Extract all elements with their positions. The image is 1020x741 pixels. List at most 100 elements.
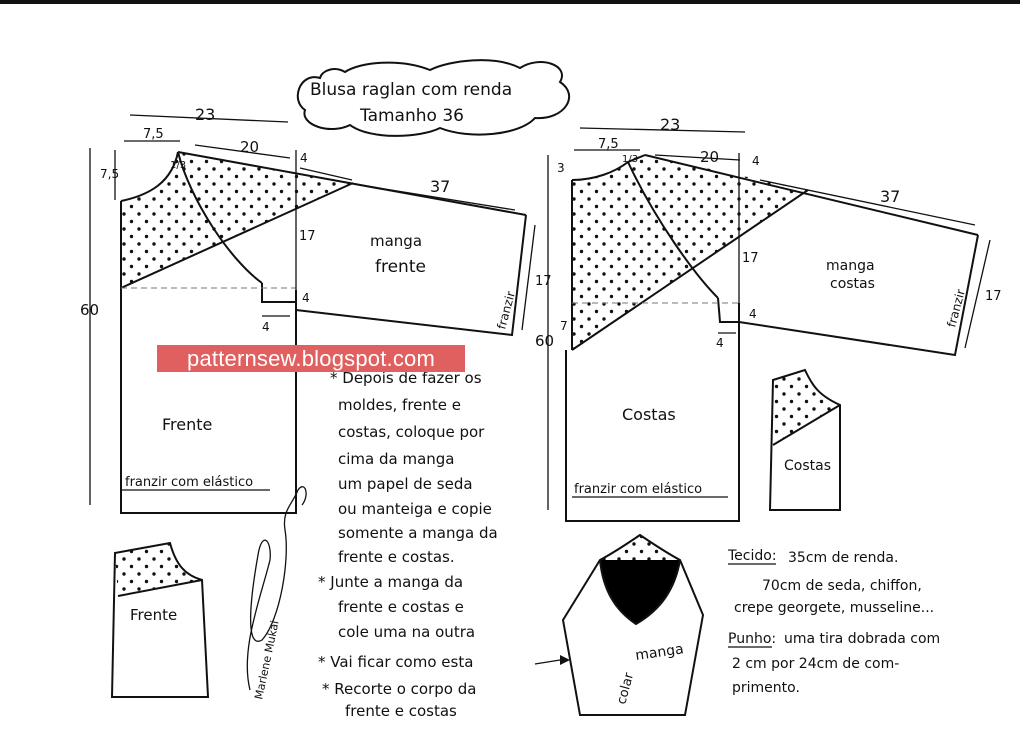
materials-tecido-1: 35cm de renda. <box>788 550 898 566</box>
front-dim-23-label: 23 <box>195 105 215 124</box>
title-cloud: Blusa raglan com renda Tamanho 36 <box>296 59 571 137</box>
back-label: Costas <box>622 405 676 424</box>
front-sleeve-label-1: manga <box>370 232 422 250</box>
front-raglan-line <box>177 151 263 284</box>
front-dim-20-label: 20 <box>240 138 259 156</box>
front-neckdrop-label: 7,5 <box>100 167 119 181</box>
front-underarm <box>261 283 296 303</box>
front-body-outline <box>120 201 297 514</box>
pointer-arrowhead <box>560 655 570 665</box>
materials: Tecido: 35cm de renda. 70cm de seda, chi… <box>727 548 940 696</box>
materials-punho-1: uma tira dobrada com <box>784 631 940 647</box>
back-sleeve-top <box>644 154 979 236</box>
back-dim-4-side: 4 <box>749 307 757 321</box>
back-lace-area <box>572 155 808 350</box>
back-raglan-line <box>627 161 719 299</box>
front-dim-23 <box>129 114 289 123</box>
signature-squiggle <box>246 486 307 691</box>
pointer-arrow <box>534 659 561 665</box>
title-line-1: Blusa raglan com renda <box>310 80 512 100</box>
front-dim-cuff-label: 17 <box>535 274 552 289</box>
watermark-text: patternsew.blogspot.com <box>187 346 435 371</box>
instruction-line: * Vai ficar como esta <box>318 653 473 671</box>
back-dim-cuff <box>964 239 991 349</box>
front-neck-curve <box>120 151 179 202</box>
materials-punho-2: 2 cm por 24cm de com- <box>732 656 899 672</box>
front-gather-label: franzir com elástico <box>125 475 253 490</box>
instruction-line: * Recorte o corpo da <box>322 680 476 698</box>
signature: Marlene Mukai <box>246 486 307 701</box>
signature-text: Marlene Mukai <box>252 619 281 700</box>
front-short-arrow <box>299 167 353 181</box>
front-label: Frente <box>162 415 212 434</box>
front-sleeve-label-2: frente <box>375 257 426 277</box>
front-dim-37 <box>359 184 516 211</box>
back-underarm <box>717 297 739 323</box>
back-sleeve-bottom <box>738 234 979 357</box>
joined-sleeve-piece: manga colar <box>534 533 705 716</box>
back-dim-37-label: 37 <box>880 187 900 206</box>
front-sleeve-top <box>177 151 527 216</box>
back-neck-mark: 1/3 <box>622 154 638 165</box>
materials-tecido-2: 70cm de seda, chiffon, <box>762 578 922 594</box>
materials-punho-3: primento. <box>732 680 800 696</box>
back-gather-label: franzir com elástico <box>574 482 702 497</box>
back-dim-20-label: 20 <box>700 148 719 166</box>
instruction-line: somente a manga da <box>338 524 498 542</box>
joined-manga-label: manga <box>634 641 684 664</box>
instructions: * Depois de fazer os moldes, frente e co… <box>318 369 498 720</box>
front-dim-37-label: 37 <box>430 177 450 196</box>
instruction-line: frente e costas. <box>338 548 455 566</box>
back-dim-4top: 4 <box>752 154 760 168</box>
small-frente-piece: Frente <box>110 541 210 698</box>
back-dim-17-label: 17 <box>742 251 759 266</box>
back-sleeve-label-1: manga <box>826 258 875 274</box>
materials-tecido-label: Tecido: <box>727 548 777 564</box>
back-sleeve-label-2: costas <box>830 276 875 292</box>
instruction-line: ou manteiga e copie <box>338 500 492 518</box>
back-dim-60-label: 60 <box>535 332 554 350</box>
small-frente-label: Frente <box>130 606 177 624</box>
front-dim-75-label: 7,5 <box>143 127 164 142</box>
instruction-line: frente e costas <box>345 702 457 720</box>
instruction-line: moldes, frente e <box>338 396 461 414</box>
back-side-drop-label: 7 <box>560 319 568 333</box>
instruction-line: costas, coloque por <box>338 423 485 441</box>
front-dim-cuff <box>521 224 536 331</box>
front-dim-60-label: 60 <box>80 301 99 319</box>
front-dim-20 <box>194 144 291 159</box>
back-dim-20 <box>654 154 741 161</box>
front-neck-mark: 1/3 <box>170 160 186 171</box>
back-dim-23 <box>579 127 746 133</box>
back-dim-23-label: 23 <box>660 115 680 134</box>
instruction-line: frente e costas e <box>338 598 464 616</box>
joined-colar-label: colar <box>614 671 637 706</box>
title-line-2: Tamanho 36 <box>359 106 464 126</box>
instruction-line: um papel de seda <box>338 475 473 493</box>
back-pattern: 23 7,5 3 1/3 20 4 37 17 7 4 4 17 franzir… <box>535 115 1002 522</box>
instruction-line: cole uma na outra <box>338 623 475 641</box>
front-sleeve-bottom <box>295 214 527 337</box>
materials-punho-label: Punho: <box>728 631 776 647</box>
materials-tecido-3: crepe georgete, musseline... <box>734 600 934 616</box>
front-pattern: 23 7,5 7,5 1/3 20 4 37 17 4 4 17 franzir… <box>80 105 552 514</box>
back-dim-75-label: 7,5 <box>598 137 619 152</box>
front-dim-4-bottom-label: 4 <box>262 320 270 334</box>
front-dim-4-side: 4 <box>302 291 310 305</box>
front-dim-4top: 4 <box>300 151 308 165</box>
back-dim-4-bottom-label: 4 <box>716 336 724 350</box>
scan-edge <box>0 0 1020 4</box>
back-body-outline <box>565 303 740 522</box>
instruction-line: * Junte a manga da <box>318 573 463 591</box>
front-dim-17-label: 17 <box>299 229 316 244</box>
back-dim-37 <box>759 179 976 226</box>
instruction-line: cima da manga <box>338 450 455 468</box>
front-lace-area <box>121 152 353 288</box>
front-lace-line <box>120 182 354 289</box>
watermark-banner: patternsew.blogspot.com <box>157 345 465 372</box>
small-costas-label: Costas <box>784 458 831 474</box>
back-dim-cuff-label: 17 <box>985 289 1002 304</box>
back-lace-line <box>571 189 809 351</box>
small-costas-piece: Costas <box>768 368 841 511</box>
instruction-line: * Depois de fazer os <box>330 369 482 387</box>
